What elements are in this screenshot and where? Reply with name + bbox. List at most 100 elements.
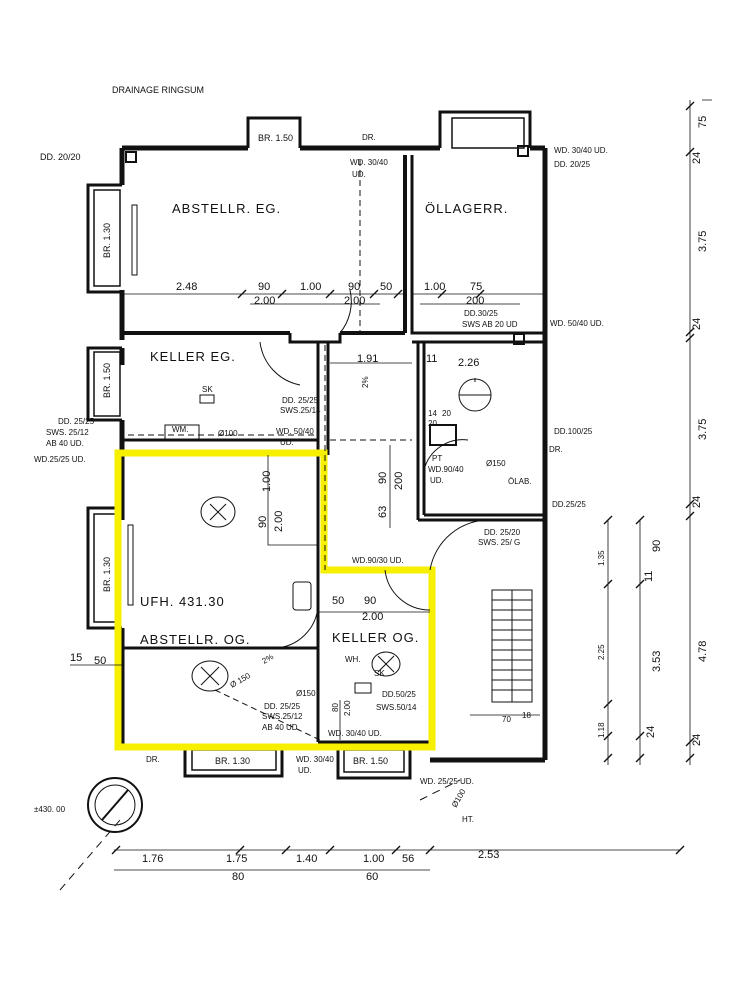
note-sws25g: SWS. 25/ G (478, 538, 520, 547)
note-dd10025: DD.100/25 (554, 427, 593, 436)
ufh-cabinet (292, 581, 312, 611)
note-gefaelle-1: 2% (361, 376, 370, 388)
note-dr-bottom: DR. (146, 755, 160, 764)
room-oellagerr: ÖLLAGERR. (425, 201, 508, 216)
dim-200d: 2.00 (362, 611, 383, 623)
dim-90v2: 90 (257, 516, 269, 528)
window-br150-bottom: BR. 1.50 (353, 756, 388, 766)
dim-200c: 200 (466, 295, 484, 307)
door-abstell-og (274, 604, 319, 649)
dim-200v3: 2.00 (343, 700, 352, 716)
dim-r24d: 24 (691, 734, 703, 746)
dim-n24: 24 (645, 726, 657, 738)
note-level: ±430. 00 (34, 805, 66, 814)
note-sws-ab20: SWS AB 20 UD (462, 320, 518, 329)
dim-100v: 1.00 (261, 471, 273, 492)
note-dd2525-og: DD. 25/25 (264, 702, 301, 711)
wall-heating-bottom (418, 513, 545, 522)
note-sws2512-og: SWS.25/12 (262, 712, 303, 721)
door-heating (423, 439, 469, 471)
note-wm: WM. (172, 425, 188, 434)
note-wd3040-top: WD. 30/40 (350, 158, 388, 167)
drain-line-diagonal (59, 779, 461, 891)
dim-63: 63 (377, 506, 389, 518)
bay-top-left (246, 116, 302, 148)
dim-50b: 50 (332, 595, 344, 607)
room-ufh: UFH. 431.30 (140, 594, 225, 609)
note-dd2020-left: DD. 20/20 (40, 152, 81, 162)
note-20b: 20 (428, 419, 437, 428)
note-ud-b2: UD. (298, 766, 312, 775)
stair-treads (492, 590, 532, 702)
boiler-box (429, 424, 457, 446)
sink-og (354, 682, 372, 694)
bay-top-right-inner (451, 117, 525, 149)
note-wd5040-mid: WD. 50/40 (276, 427, 314, 436)
sink-eg (199, 394, 215, 404)
room-keller-og: KELLER OG. (332, 630, 419, 645)
note-wd2525-bottom: WD. 25/25 UD. (420, 777, 474, 786)
door-keller-og (384, 569, 431, 611)
note-ab40ud-left: AB 40 UD. (46, 439, 84, 448)
note-wd3040-b2: WD. 30/40 (296, 755, 334, 764)
window-br130-bottom: BR. 1.30 (215, 756, 250, 766)
highlight-outline (114, 449, 436, 751)
note-sws2514: SWS.25/14 (280, 406, 321, 415)
door-stair (429, 519, 491, 571)
dim-200v: 200 (393, 472, 405, 490)
bay-bottom-right (336, 748, 412, 780)
drain-line-vertical (324, 160, 361, 570)
chimney-top (125, 151, 137, 163)
note-dd2525-left: DD. 25/25 (58, 417, 95, 426)
dim-r375a: 3.75 (697, 231, 709, 252)
note-o100: Ø100 (218, 429, 238, 438)
note-wd3040-bottom: WD. 30/40 UD. (328, 729, 382, 738)
dim-b253: 2.53 (478, 849, 499, 861)
dim-15: 15 (70, 652, 82, 664)
dim-n353: 3.53 (651, 651, 663, 672)
note-ud-wd9040: UD. (430, 476, 444, 485)
dim-90b: 90 (348, 281, 360, 293)
note-sws5014: SWS.50/14 (376, 703, 417, 712)
note-dd2525-right: DD.25/25 (552, 500, 586, 509)
note-o100-bottom: Ø100 (450, 787, 468, 809)
dim-n11: 11 (643, 571, 655, 582)
wm-box (164, 424, 200, 440)
note-dr-top: DR. (362, 133, 376, 142)
note-wd9040: WD.90/40 (428, 465, 464, 474)
note-ud-mid: UD. (280, 438, 294, 447)
bay-left-top-inner (93, 189, 121, 287)
bay-left-top (86, 183, 122, 294)
dim-b80: 80 (232, 871, 244, 883)
note-wd2525-left: WD.25/25 UD. (34, 455, 86, 464)
room-abstellr-og: ABSTELLR. OG. (140, 632, 251, 647)
note-o150-b: Ø150 (296, 689, 316, 698)
note-ud-top: UD. (352, 170, 366, 179)
window-br150-left-mid: BR. 1.50 (102, 363, 112, 398)
dim-191: 1.91 (357, 353, 378, 365)
window-br130-left-top: BR. 1.30 (102, 223, 112, 258)
room-keller-eg: KELLER EG. (150, 349, 236, 364)
note-dd3025: DD.30/25 (464, 309, 498, 318)
note-gefaelle-2: 2% (261, 652, 276, 666)
window-br130-left-low: BR. 1.30 (102, 557, 112, 592)
note-sws2512-left: SWS. 25/12 (46, 428, 89, 437)
note-olab: ÖLAB. (508, 477, 532, 486)
note-wd9030: WD.90/30 UD. (352, 556, 404, 565)
note-dd5025: DD.50/25 (382, 690, 416, 699)
dim-18: 18 (522, 711, 531, 720)
dim-90c: 90 (364, 595, 376, 607)
bay-left-mid (86, 346, 122, 422)
bay-top-right (438, 110, 532, 148)
dim-n90: 90 (651, 540, 663, 552)
outer-walls (119, 145, 548, 763)
dim-b175: 1.75 (226, 853, 247, 865)
note-sk-keller: SK (202, 385, 213, 394)
note-14: 14 (428, 409, 437, 418)
dim-r24b: 24 (691, 318, 703, 330)
north-arrow-icon (87, 777, 143, 833)
dim-b140: 1.40 (296, 853, 317, 865)
bay-left-low (86, 506, 122, 630)
wall-oel-inner (410, 155, 545, 335)
